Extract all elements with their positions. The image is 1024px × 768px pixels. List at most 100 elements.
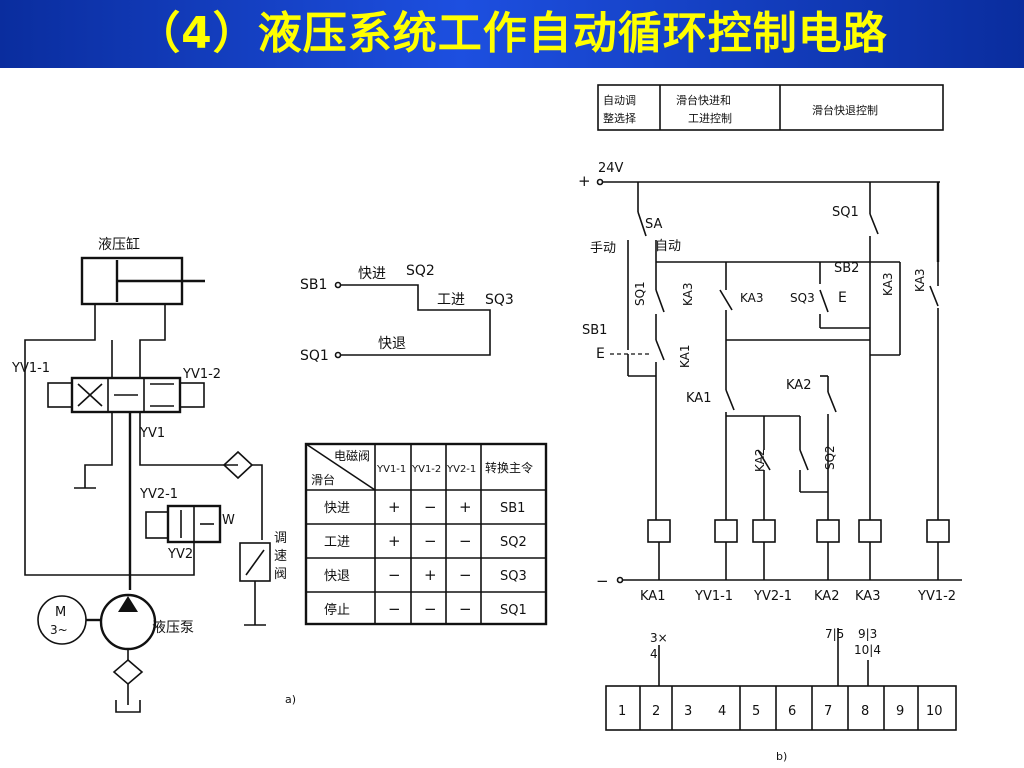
table-row-0-name: 快进 (324, 501, 350, 516)
table-cell: + (388, 532, 401, 550)
sa-label: SA (645, 217, 662, 232)
speed-valve-label-1: 调 (274, 531, 287, 546)
header-col-2: 滑台快退控制 (812, 103, 878, 117)
sb1-e-label: E (596, 346, 605, 362)
header-col-0b: 整选择 (603, 111, 636, 125)
header-col-0: 自动调 (603, 94, 636, 107)
sq1-contact-label: SQ1 (633, 281, 647, 306)
cycle-sq1: SQ1 (300, 348, 329, 364)
header-col-1b: 工进控制 (688, 111, 732, 125)
table-cell: + (459, 498, 472, 516)
table-cell: − (459, 600, 472, 618)
table-cell: SQ3 (500, 569, 527, 584)
tank-symbol (115, 700, 141, 713)
valve2-top-label: YV2-1 (139, 487, 178, 502)
caption-a: a) (285, 693, 296, 706)
table-col-3: 转换主令 (485, 460, 533, 475)
supply-label: 24V (598, 161, 624, 176)
filter-symbol (222, 450, 254, 480)
ka1-contact-label-a: KA1 (678, 344, 692, 368)
sq1-top-label: SQ1 (832, 205, 859, 220)
ka2-contact-label-a: KA2 (753, 448, 767, 472)
valve2-bottom-label: YV2 (167, 547, 193, 562)
table-row-3-name: 停止 (324, 602, 350, 618)
table-cell: + (388, 498, 401, 516)
motor-label-m: M (55, 605, 66, 620)
coil-ka3 (858, 519, 882, 543)
table-cell: − (424, 498, 437, 516)
table-header-top: 电磁阀 (334, 448, 370, 463)
cycle-fast-forward: 快进 (358, 266, 386, 282)
crossref-col8-a: 9|3 (858, 627, 877, 641)
tank-line (84, 412, 113, 488)
coil-label-yv2-1: YV2-1 (753, 589, 792, 604)
sq3-e-label: E (838, 290, 847, 306)
hydraulic-schematic: 液压缸 YV1-1 YV1-2 YV1 YV2-1 (11, 236, 296, 713)
pump-label: 液压泵 (152, 620, 194, 636)
coil-label-ka3: KA3 (855, 589, 880, 604)
speed-valve-label-2: 速 (274, 549, 287, 564)
header-col-1: 滑台快进和 (676, 93, 731, 107)
ladder-number: 10 (926, 704, 943, 719)
table-col-1: YV1-2 (411, 464, 441, 475)
minus-sign: − (596, 572, 609, 590)
cycle-diagram: SB1 快进 SQ2 工进 SQ3 SQ1 快退 (300, 263, 514, 364)
solenoid-table: 电磁阀 滑台 YV1-1 YV1-2 YV2-1 转换主令 快进 + − + S… (304, 442, 548, 626)
ladder-number: 1 (618, 704, 626, 719)
sq3-contact-label: SQ3 (790, 291, 815, 305)
valve2-solenoid (145, 511, 169, 539)
cylinder-pipe-right (139, 304, 166, 378)
ladder-number: 9 (896, 704, 904, 719)
cycle-path (340, 284, 491, 356)
cylinder-pipe-left (24, 304, 130, 576)
control-circuit: 自动调 整选择 滑台快进和 工进控制 滑台快退控制 + 24V − SA 手动 … (578, 84, 962, 763)
coil-ka1 (647, 519, 671, 543)
table-cell: SQ2 (500, 535, 527, 550)
cylinder-label: 液压缸 (98, 236, 140, 253)
coil-label-yv1-2: YV1-2 (917, 589, 956, 604)
manual-label: 手动 (590, 241, 616, 256)
valve1-right-label: YV1-2 (182, 367, 221, 382)
cycle-sq2: SQ2 (406, 263, 435, 279)
crossref-col8-b: 10|4 (854, 643, 881, 657)
slide-title: （4）液压系统工作自动循环控制电路 (136, 8, 888, 59)
crossref-col7: 7|5 (825, 627, 844, 641)
ka3-contact-label-c: KA3 (881, 272, 895, 296)
motor-label-phase: 3~ (50, 623, 68, 637)
coil-label-ka1: KA1 (640, 589, 665, 604)
auto-label: 自动 (655, 239, 681, 254)
table-cell: − (459, 566, 472, 584)
ladder-number: 4 (718, 704, 726, 719)
table-cell: − (424, 600, 437, 618)
coil-label-ka2: KA2 (814, 589, 839, 604)
table-cell: − (424, 532, 437, 550)
ka2-contact-label-b: KA2 (786, 378, 811, 393)
cycle-sb1: SB1 (300, 277, 327, 293)
crossref-col2-b: 4 (650, 647, 658, 661)
valve1-solenoid-left (47, 382, 73, 408)
table-cell: − (388, 566, 401, 584)
ka3-contact-label-b: KA3 (740, 291, 764, 305)
sq2-contact-label: SQ2 (823, 445, 837, 470)
table-row-1-name: 工进 (324, 535, 350, 550)
cycle-fast-return: 快退 (378, 336, 406, 352)
cycle-sq3: SQ3 (485, 292, 514, 308)
table-col-2: YV2-1 (446, 464, 476, 475)
coil-yv1-1 (714, 519, 738, 543)
table-cell: − (388, 600, 401, 618)
valve1-name-label: YV1 (139, 426, 165, 441)
valve2-side-label: W (222, 513, 235, 528)
speed-valve-label-3: 阀 (274, 567, 287, 582)
sb2-label: SB2 (834, 261, 859, 276)
caption-b: b) (776, 750, 787, 763)
ladder-number-row (605, 685, 957, 731)
ladder-number: 8 (861, 704, 869, 719)
ladder-number: 2 (652, 704, 660, 719)
sb1-label: SB1 (582, 323, 607, 338)
ka3-contact-label-d: KA3 (913, 268, 927, 292)
valve1-left-label: YV1-1 (11, 361, 50, 376)
table-row-2-name: 快退 (324, 569, 350, 584)
table-header-bottom: 滑台 (311, 472, 335, 487)
title-bar: （4）液压系统工作自动循环控制电路 (0, 0, 1024, 68)
